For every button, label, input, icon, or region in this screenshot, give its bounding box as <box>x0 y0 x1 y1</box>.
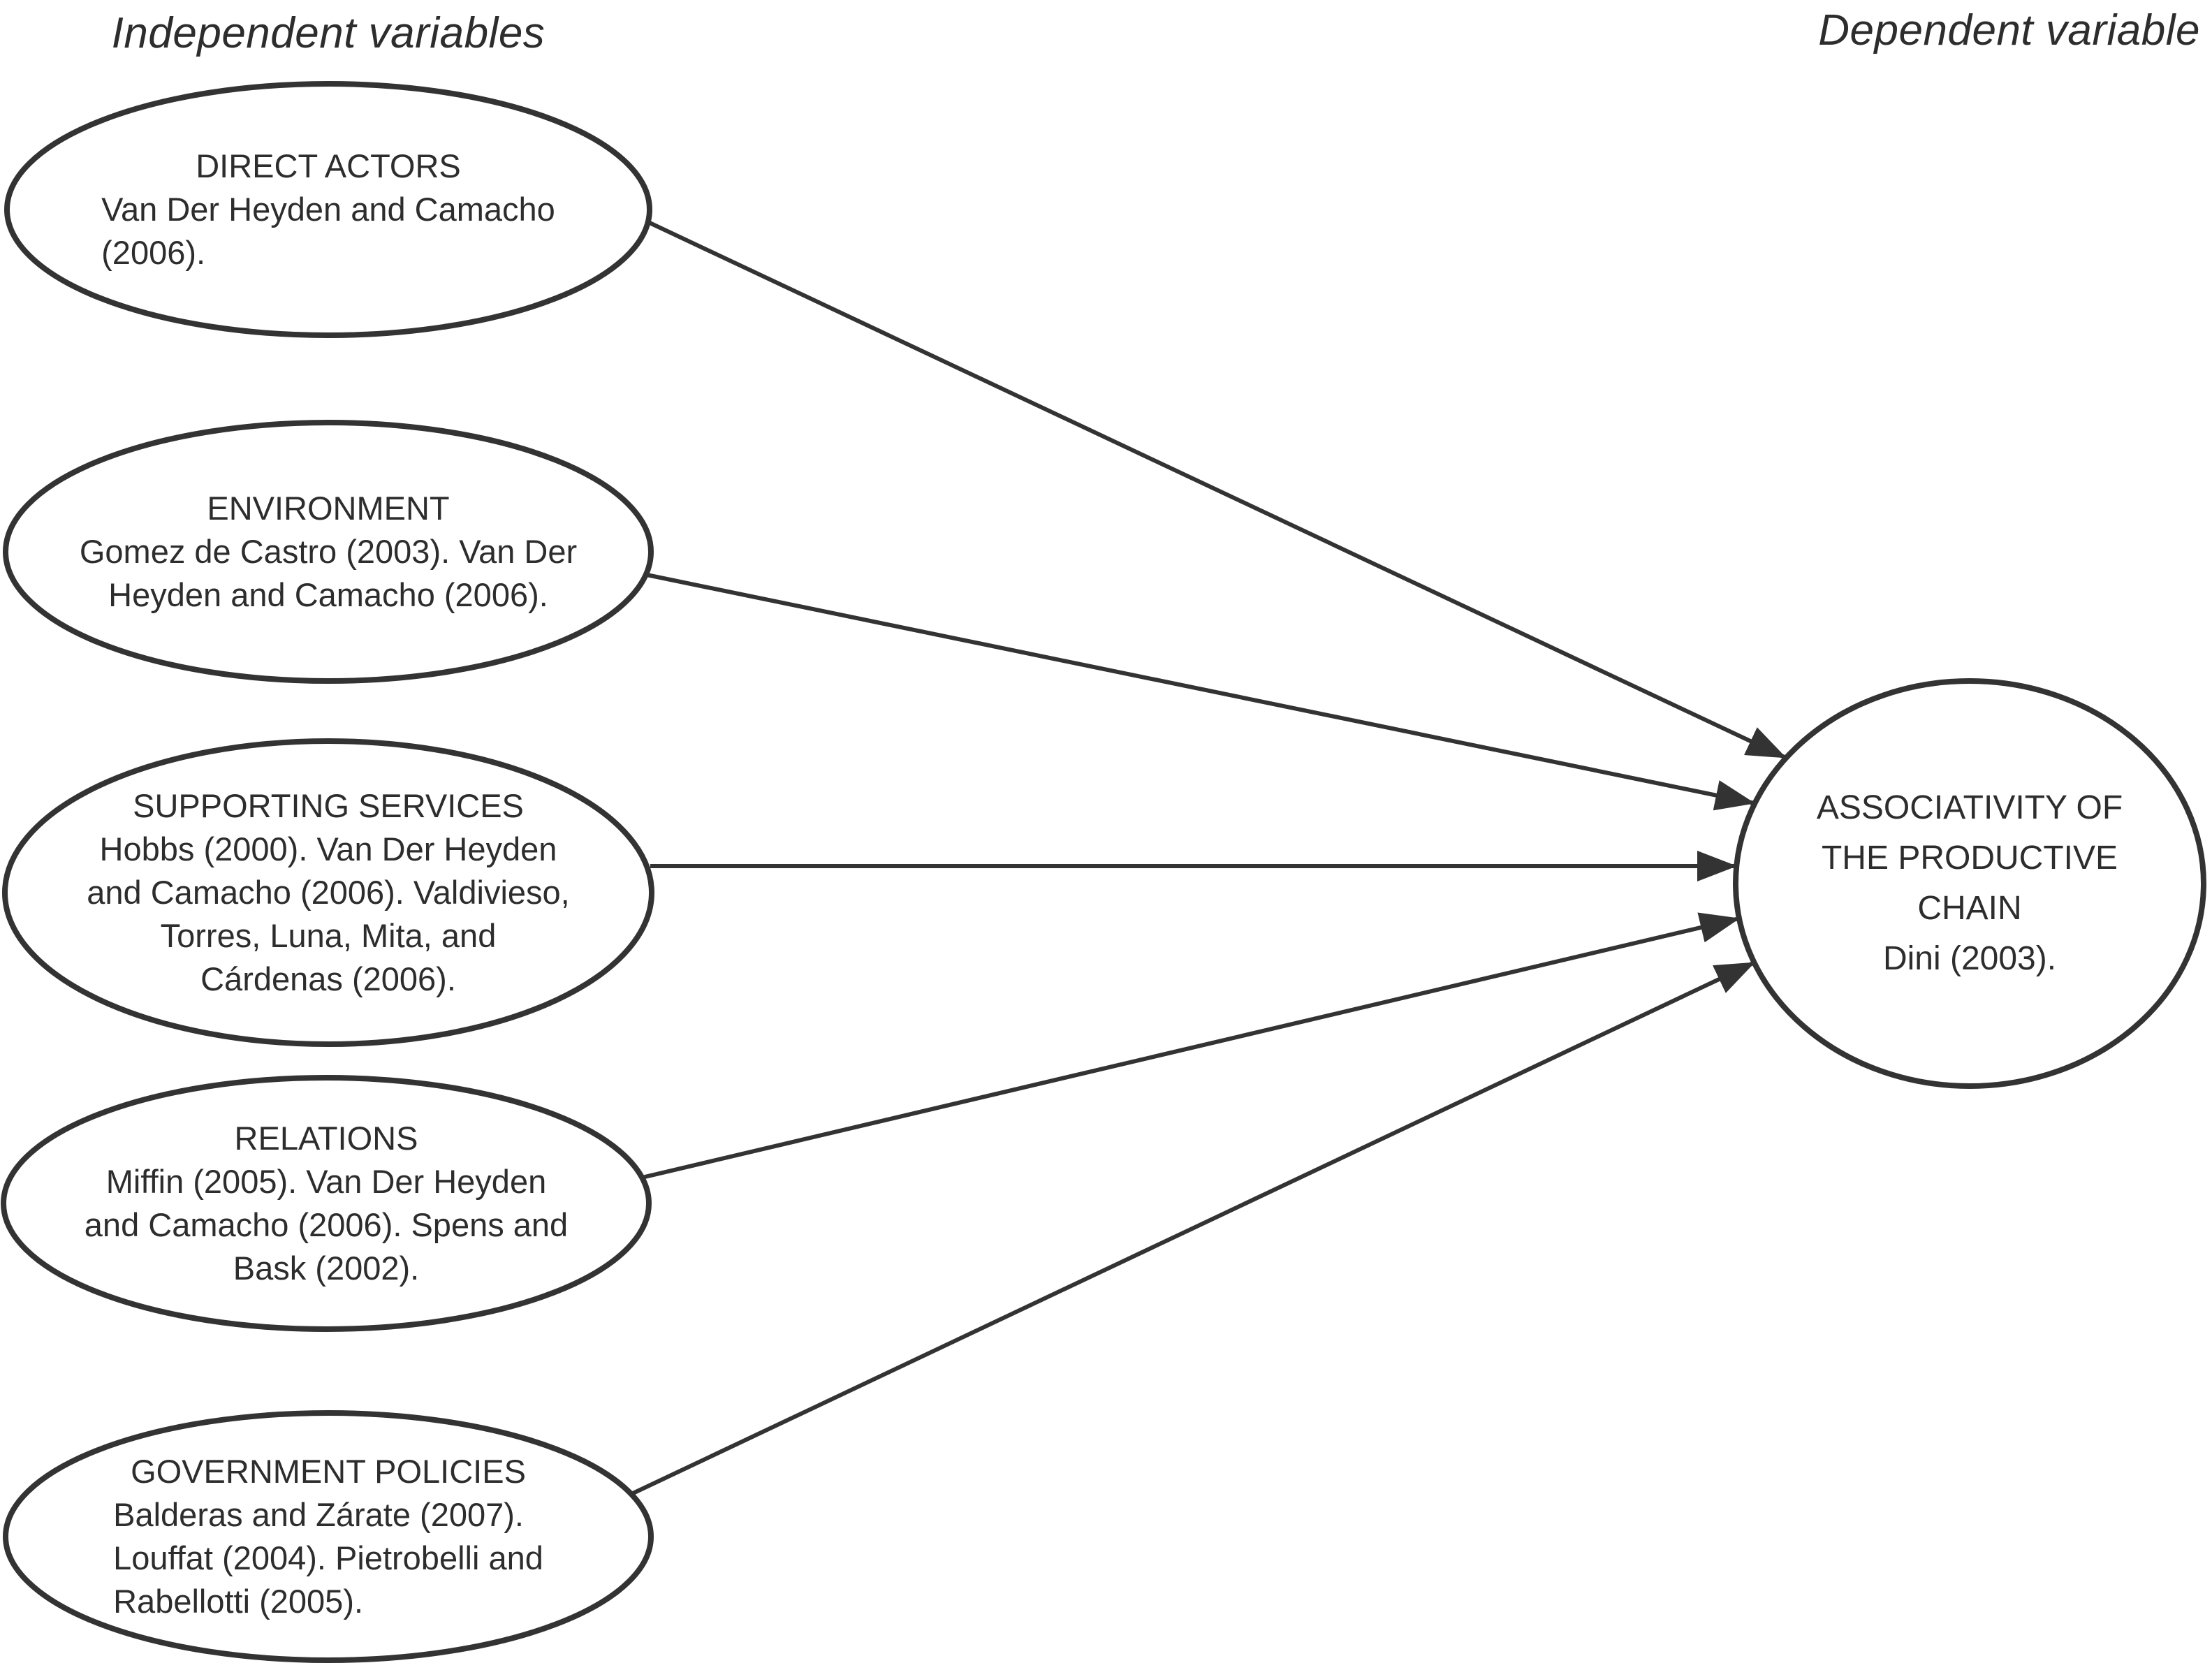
node-citation: Gomez de Castro (2003). Van Der Heyden a… <box>79 532 578 614</box>
node-title: ASSOCIATIVITY OF THE PRODUCTIVE CHAIN <box>1816 789 2123 927</box>
node-citation: Miffin (2005). Van Der Heyden and Camach… <box>84 1162 569 1287</box>
node-title: GOVERNMENT POLICIES <box>131 1452 526 1490</box>
node-environment: ENVIRONMENT Gomez de Castro (2003). Van … <box>49 423 608 681</box>
node-associativity-productive-chain: ASSOCIATIVITY OF THE PRODUCTIVE CHAIN Di… <box>1690 681 2212 1086</box>
arrow-government-policies-to-associativity <box>630 960 1756 1496</box>
arrow-direct-actors-to-associativity <box>647 220 1787 760</box>
arrow-relations-to-associativity <box>641 912 1740 1180</box>
node-title: ENVIRONMENT <box>207 489 450 527</box>
node-citation: Balderas and Zárate (2007). Louffat (200… <box>113 1495 543 1620</box>
ellipse-direct-actors <box>4 81 652 338</box>
node-direct-actors: DIRECT ACTORS Van Der Heyden and Camacho… <box>49 84 608 335</box>
node-government-policies: GOVERNMENT POLICIES Balderas and Zárate … <box>49 1413 608 1660</box>
node-title: SUPPORTING SERVICES <box>133 786 524 824</box>
arrow-environment-to-associativity <box>646 573 1755 811</box>
ellipse-supporting-services <box>2 738 654 1047</box>
circle-dependent-variable <box>1733 678 2206 1089</box>
node-title: DIRECT ACTORS <box>196 147 461 184</box>
dependent-variable-header: Dependent variable <box>1818 6 2200 54</box>
ellipse-relations <box>1 1075 652 1332</box>
node-supporting-services: SUPPORTING SERVICES Hobbs (2000). Van De… <box>49 741 608 1044</box>
independent-variables-header: Independent variables <box>111 9 545 57</box>
ellipse-government-policies <box>3 1410 654 1663</box>
node-title: RELATIONS <box>234 1119 418 1157</box>
node-relations: RELATIONS Miffin (2005). Van Der Heyden … <box>47 1078 606 1329</box>
node-citation: Dini (2003). <box>1882 940 2057 977</box>
ellipse-environment <box>3 420 654 684</box>
node-citation: Hobbs (2000). Van Der Heyden and Camacho… <box>87 830 570 998</box>
node-citation: Van Der Heyden and Camacho (2006). <box>101 190 555 272</box>
